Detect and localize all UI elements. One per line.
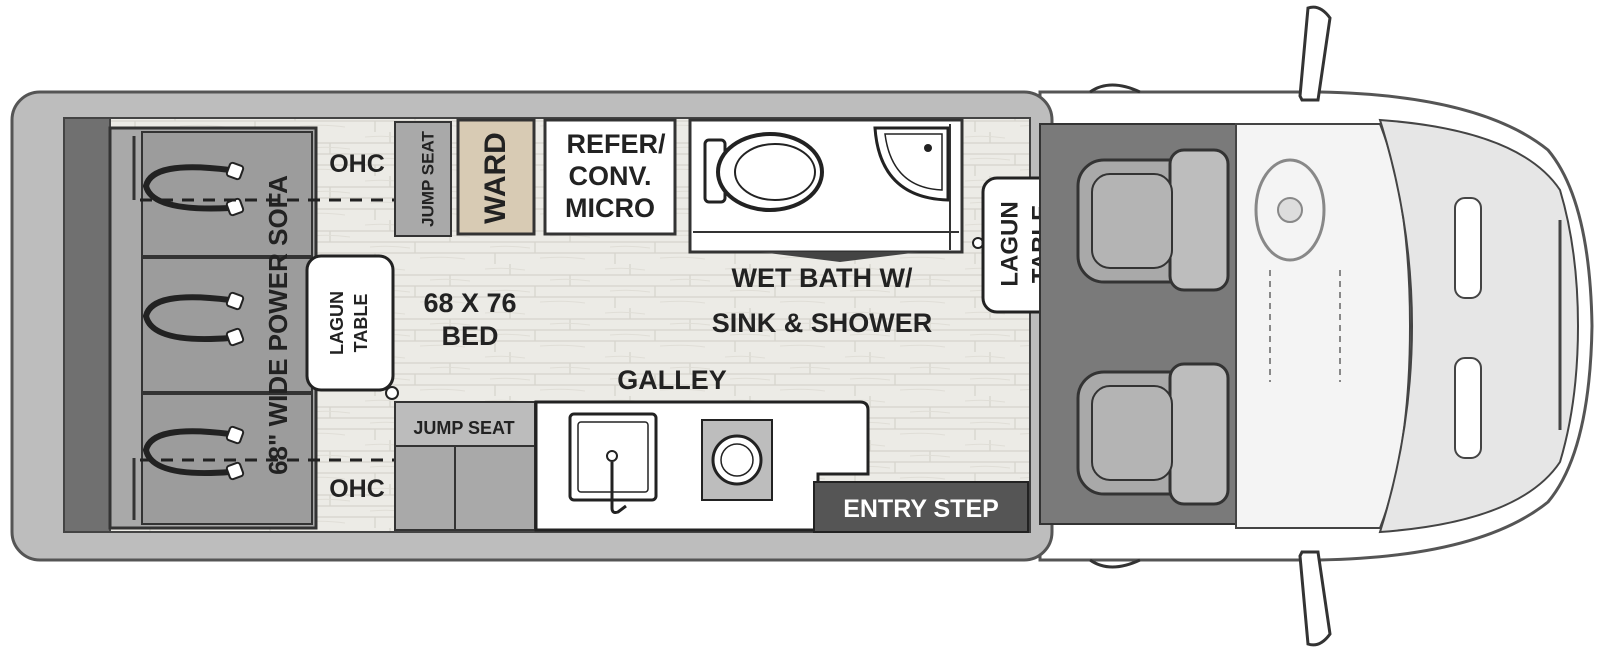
wetbath-label-1: WET BATH W/: [732, 263, 913, 293]
refer-label-3: MICRO: [565, 193, 655, 223]
passenger-seat-icon: [1076, 362, 1230, 506]
bed-label-2: BED: [441, 321, 498, 351]
ward-label: WARD: [479, 132, 512, 224]
driver-seat-icon: [1076, 148, 1230, 292]
hood: [1378, 118, 1580, 534]
wet-bath: [688, 118, 984, 262]
wardrobe: WARD: [456, 118, 536, 236]
power-sofa: 68" WIDE POWER SOFA: [108, 126, 318, 530]
seatbelt-icons: [143, 164, 233, 477]
ohc-bottom-label: OHC: [329, 475, 385, 503]
refer-label-2: CONV.: [568, 161, 651, 191]
refrigerator-microwave: REFER/ CONV. MICRO: [543, 118, 677, 236]
lagun-left-label-1: LAGUN: [327, 291, 347, 355]
jump-seat-bottom-label: JUMP SEAT: [413, 418, 514, 438]
rear-wall: [63, 117, 111, 533]
ohc-top-label: OHC: [329, 150, 385, 178]
side-mirror-bottom-icon: [1298, 550, 1332, 647]
corner-sink-icon: [873, 126, 950, 202]
lagun-right-label-1: LAGUN: [996, 201, 1023, 286]
sofa-label: 68" WIDE POWER SOFA: [263, 175, 293, 475]
galley-label: GALLEY: [617, 365, 727, 395]
refer-label-1: REFER/: [566, 129, 666, 159]
galley-counter: [534, 400, 870, 532]
jump-seat-top: JUMP SEAT: [394, 121, 452, 237]
wetbath-label-2: SINK & SHOWER: [712, 308, 933, 338]
bed-label-1: 68 X 76: [423, 288, 516, 318]
jump-seat-top-label: JUMP SEAT: [418, 131, 437, 227]
entry-step-label: ENTRY STEP: [843, 495, 999, 523]
jump-seat-bottom: JUMP SEAT: [394, 401, 536, 531]
lagun-table-left: LAGUN TABLE: [305, 254, 399, 400]
side-mirror-top-icon: [1298, 5, 1332, 102]
sink-icon: [568, 412, 658, 514]
cooktop-icon: [701, 419, 773, 501]
entry-step: ENTRY STEP: [813, 481, 1029, 533]
steering-wheel-icon: [1254, 158, 1326, 262]
lagun-left-label-2: TABLE: [351, 294, 371, 353]
toilet-icon: [703, 132, 824, 212]
cab: [1039, 5, 1580, 647]
